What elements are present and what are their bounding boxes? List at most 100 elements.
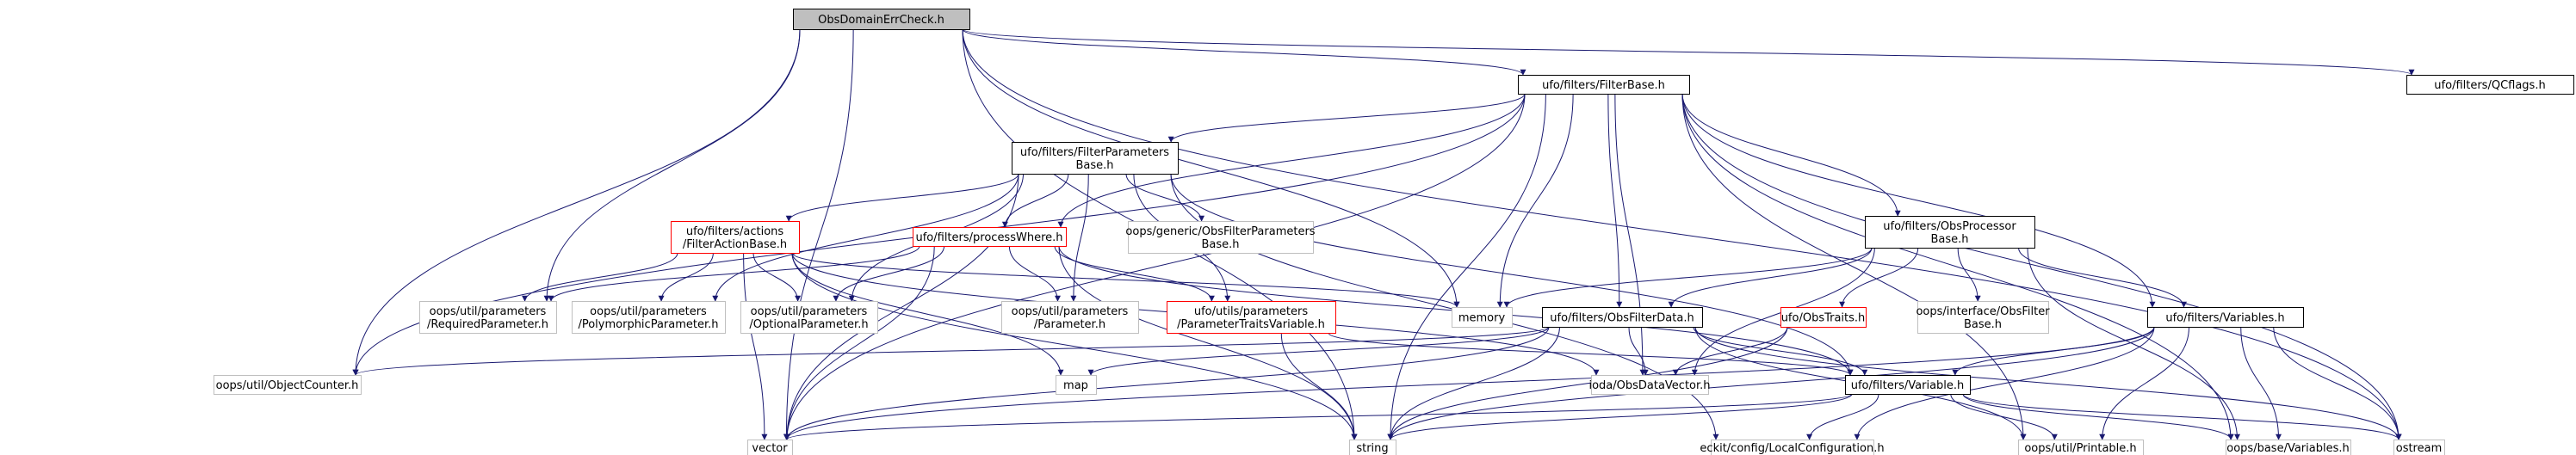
node-label-paramtraits-0: ufo/utils/parameters: [1194, 305, 1308, 318]
node-root: ObsDomainErrCheck.h: [793, 9, 970, 30]
node-printable: oops/util/Printable.h: [2018, 440, 2144, 455]
edge-variableh-to-vector: [783, 393, 1853, 440]
node-obstraits[interactable]: ufo/ObsTraits.h: [1780, 307, 1867, 328]
node-box-variablesh[interactable]: [2147, 307, 2304, 328]
edge-variablesh-to-basevariables: [2240, 326, 2282, 440]
node-label-obsprocessor-1: Base.h: [1930, 233, 1968, 246]
node-label-optionalparam-0: oops/util/parameters: [751, 305, 868, 318]
edge-variablesh-to-vector: [783, 326, 2155, 440]
node-box-obsfilterdata[interactable]: [1542, 307, 1703, 328]
edge-obsfilterdata-to-vector: [783, 326, 1550, 440]
node-box-obstraits[interactable]: [1780, 307, 1867, 328]
edge-actionbase-to-string: [791, 252, 1358, 440]
node-localconfig: eckit/config/LocalConfiguration.h: [1700, 440, 1885, 455]
node-variablesh[interactable]: ufo/filters/Variables.h: [2147, 307, 2304, 328]
node-label-parameter-1: /Parameter.h: [1034, 318, 1105, 331]
edge-variableh-to-localconfig: [1806, 393, 1879, 440]
edge-filterbase-to-obsprocessor: [1681, 93, 1901, 217]
node-memory: memory: [1452, 307, 1513, 328]
node-filterbase[interactable]: ufo/filters/FilterBase.h: [1518, 75, 1690, 95]
edge-root-to-ostream: [962, 28, 2402, 440]
edge-filterbase-to-iodavector: [1614, 93, 1646, 376]
edge-filterbase-to-memory: [1496, 93, 1574, 308]
node-label-filterparams-1: Base.h: [1075, 159, 1113, 172]
node-ostream: ostream: [2393, 440, 2445, 455]
edge-filterbase-to-obsfilterdata: [1607, 93, 1623, 308]
edge-processwhere-to-paramtraits: [1054, 245, 1215, 302]
node-box-genericparams: [1128, 221, 1314, 254]
edge-variableh-to-string: [1387, 393, 1853, 440]
node-parameter: oops/util/parameters/Parameter.h: [1001, 301, 1139, 334]
node-iodavector: ioda/ObsDataVector.h: [1588, 375, 1711, 395]
node-label-objectcounter-0: oops/util/ObjectCounter.h: [216, 379, 359, 392]
edge-root-to-memory: [962, 28, 1460, 308]
node-processwhere[interactable]: ufo/filters/processWhere.h: [913, 227, 1067, 247]
node-box-qcflags[interactable]: [2406, 75, 2574, 95]
node-variableh[interactable]: ufo/filters/Variable.h: [1845, 375, 1971, 395]
node-string: string: [1349, 440, 1396, 455]
node-box-actionbase[interactable]: [671, 221, 800, 254]
edge-filterparams-to-genericparams: [1125, 173, 1205, 222]
node-label-printable-0: oops/util/Printable.h: [2024, 442, 2136, 455]
edge-actionbase-to-requiredparam: [522, 252, 678, 302]
node-label-optionalparam-1: /OptionalParameter.h: [749, 318, 868, 331]
node-label-interfacebase-0: oops/interface/ObsFilter: [1916, 305, 2050, 318]
node-box-filterbase[interactable]: [1518, 75, 1690, 95]
node-label-ostream-0: ostream: [2396, 442, 2443, 455]
node-box-memory: [1452, 307, 1513, 328]
node-label-obsfilterdata-0: ufo/filters/ObsFilterData.h: [1550, 312, 1694, 325]
edge-variablesh-to-localconfig: [1854, 326, 2155, 440]
node-label-genericparams-1: Base.h: [1201, 238, 1239, 251]
node-box-ostream: [2393, 440, 2445, 455]
node-qcflags[interactable]: ufo/filters/QCflags.h: [2406, 75, 2574, 95]
node-label-obsprocessor-0: ufo/filters/ObsProcessor: [1883, 220, 2016, 233]
edge-variablesh-to-ostream: [2273, 326, 2402, 440]
node-vector: vector: [747, 440, 793, 455]
node-label-root-0: ObsDomainErrCheck.h: [818, 14, 944, 27]
edge-obsfilterdata-to-ostream: [1694, 326, 2402, 440]
edge-variablesh-to-printable: [2099, 326, 2189, 440]
node-box-iodavector: [1591, 375, 1709, 395]
edge-variableh-to-printable: [1950, 393, 2058, 440]
edge-processwhere-to-string: [1058, 245, 1358, 440]
node-box-paramtraits[interactable]: [1167, 301, 1336, 334]
edge-processwhere-to-optionalparam: [833, 245, 945, 302]
node-box-obsprocessor[interactable]: [1865, 216, 2035, 249]
node-label-genericparams-0: oops/generic/ObsFilterParameters: [1125, 225, 1315, 238]
node-label-requiredparam-0: oops/util/parameters: [430, 305, 547, 318]
edge-actionbase-to-map: [791, 252, 1064, 376]
edge-actionbase-to-memory: [791, 252, 1460, 308]
edge-actionbase-to-vector: [743, 252, 768, 440]
edge-root-to-qcflags: [962, 28, 2415, 76]
node-box-filterparams[interactable]: [1012, 142, 1179, 175]
node-label-map-0: map: [1063, 379, 1088, 392]
node-label-parameter-0: oops/util/parameters: [1012, 305, 1129, 318]
edge-variableh-to-ostream: [1962, 393, 2402, 440]
node-label-actionbase-0: ufo/filters/actions: [686, 225, 784, 238]
edge-filterparams-to-vector: [783, 173, 1019, 440]
edge-obsprocessor-to-interfacebase: [1957, 247, 1981, 302]
node-label-polymorphicparam-0: oops/util/parameters: [590, 305, 707, 318]
node-box-requiredparam: [419, 301, 557, 334]
node-paramtraits[interactable]: ufo/utils/parameters/ParameterTraitsVari…: [1167, 301, 1336, 334]
node-label-variablesh-0: ufo/filters/Variables.h: [2165, 312, 2284, 325]
edge-paramtraits-to-string: [1280, 332, 1358, 440]
node-obsfilterdata[interactable]: ufo/filters/ObsFilterData.h: [1542, 307, 1703, 328]
edge-processwhere-to-parameter: [1008, 245, 1061, 302]
edge-actionbase-to-optionalparam: [752, 252, 802, 302]
node-box-optionalparam: [740, 301, 878, 334]
dependency-nodes: ObsDomainErrCheck.h ufo/filters/FilterBas…: [214, 9, 2574, 455]
node-actionbase[interactable]: ufo/filters/actions/FilterActionBase.h: [671, 221, 800, 254]
node-box-polymorphicparam: [572, 301, 726, 334]
edge-obsprocessor-to-basevariables: [2027, 247, 2241, 440]
node-box-map: [1056, 375, 1097, 395]
node-label-qcflags-0: ufo/filters/QCflags.h: [2434, 79, 2545, 92]
edge-root-to-vector: [783, 28, 854, 440]
node-box-processwhere[interactable]: [913, 227, 1067, 247]
node-label-polymorphicparam-1: /PolymorphicParameter.h: [578, 318, 718, 331]
node-label-actionbase-1: /FilterActionBase.h: [683, 238, 787, 251]
node-box-variableh[interactable]: [1845, 375, 1971, 395]
